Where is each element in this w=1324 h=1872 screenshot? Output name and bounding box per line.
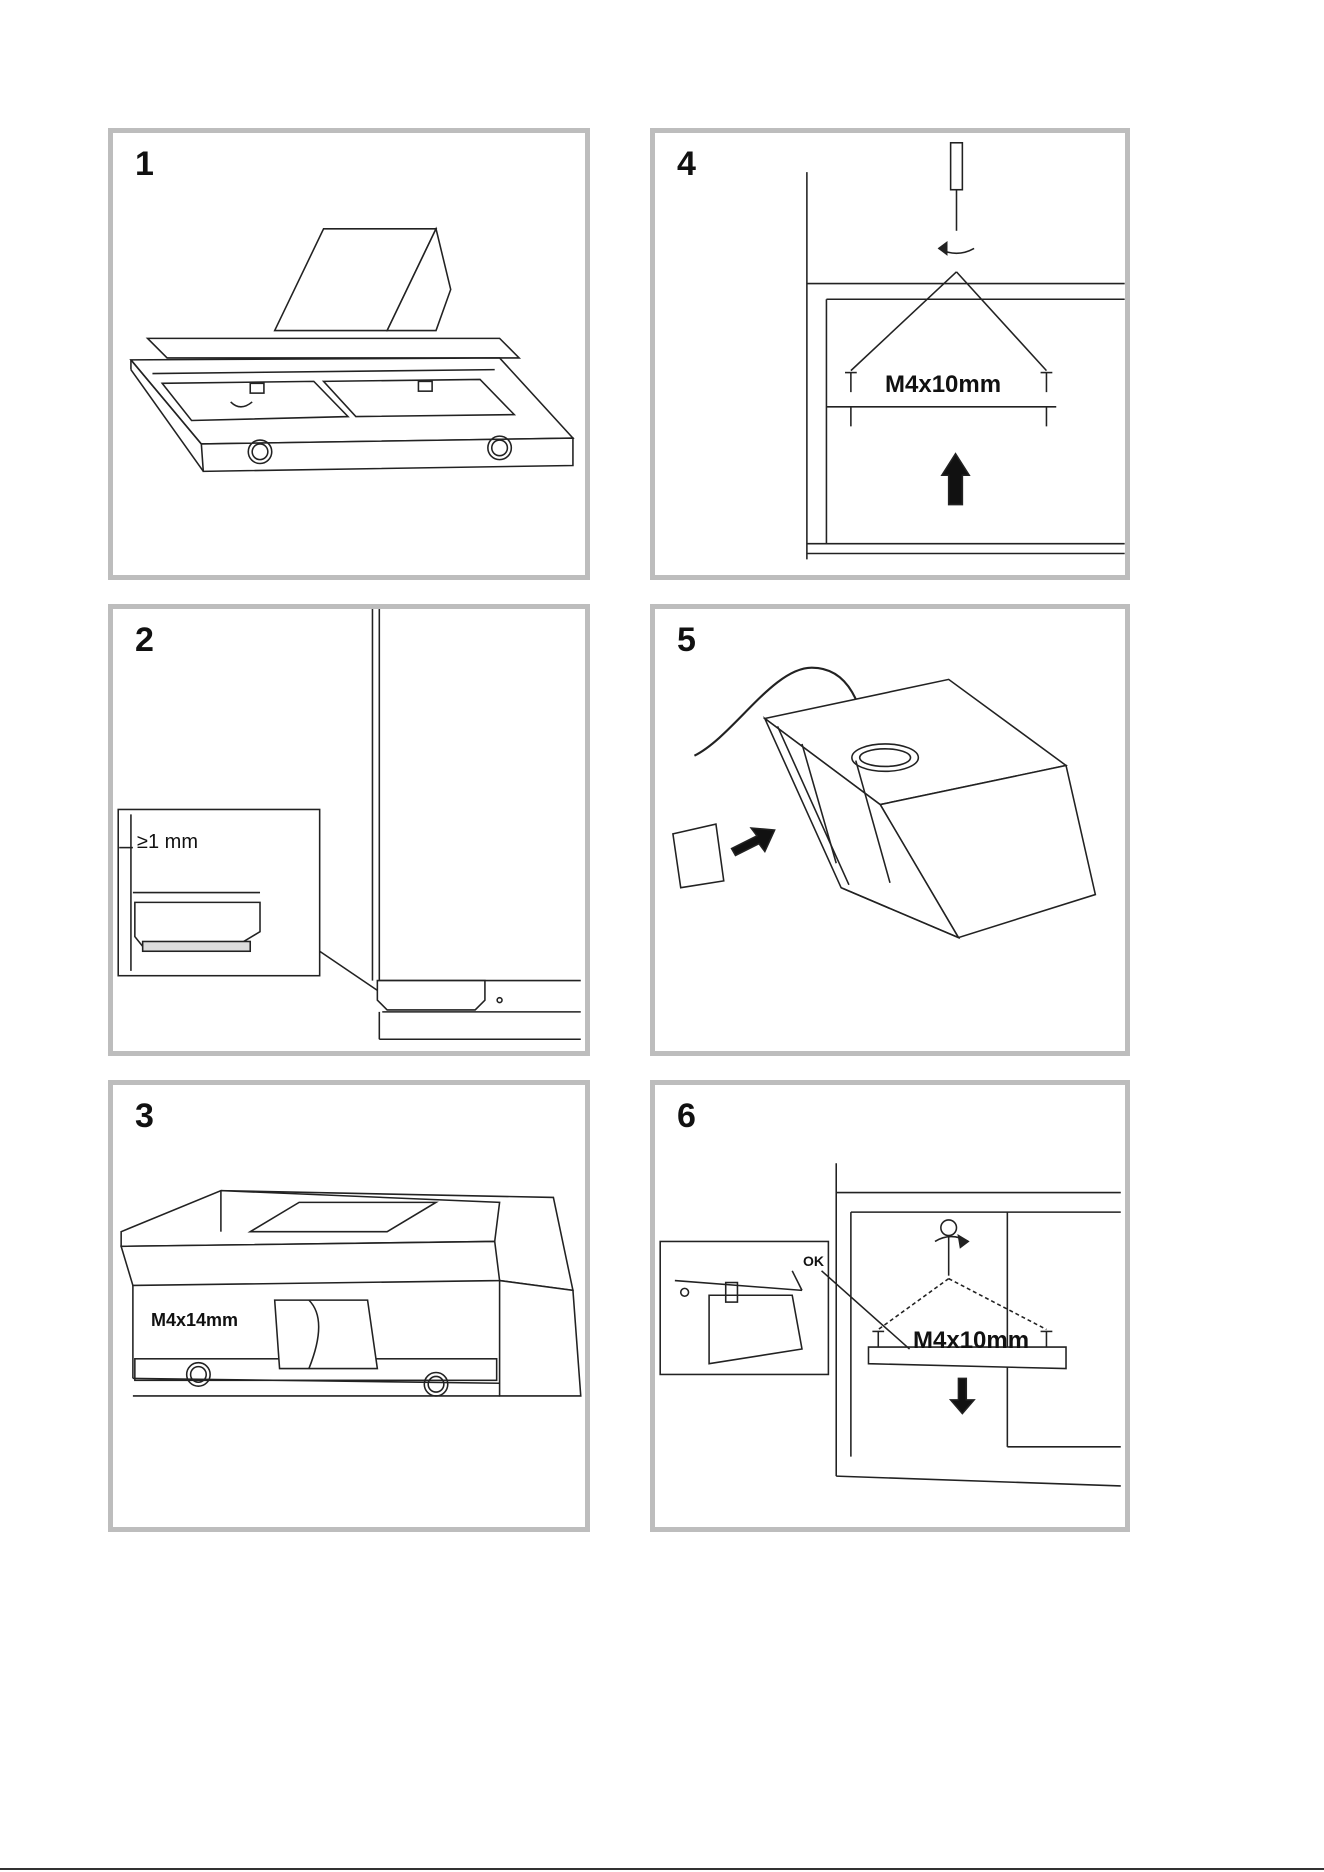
back-panel-diagram — [655, 609, 1125, 1051]
screw-size-label: M4x14mm — [151, 1310, 238, 1331]
step-1-panel: 1 — [108, 128, 590, 580]
bottom-rule — [0, 1868, 1324, 1870]
step-4-panel: 4 M4x10mm — [650, 128, 1130, 580]
step-5-panel: 5 — [650, 604, 1130, 1056]
hood-front-diagram — [113, 133, 585, 575]
panel-screw-diagram — [655, 1085, 1125, 1527]
step-6-panel: 6 M4x10mm OK — [650, 1080, 1130, 1532]
hood-insertion-diagram — [113, 1085, 585, 1527]
screw-size-label: M4x10mm — [913, 1327, 1029, 1355]
fixing-screws-diagram — [655, 133, 1125, 575]
ok-check-label: OK — [803, 1253, 824, 1269]
step-2-panel: 2 ≥1 mm — [108, 604, 590, 1056]
clearance-label: ≥1 mm — [137, 831, 198, 854]
cabinet-clearance-diagram — [113, 609, 585, 1051]
screw-size-label: M4x10mm — [885, 371, 1001, 399]
step-3-panel: 3 M4x14mm — [108, 1080, 590, 1532]
